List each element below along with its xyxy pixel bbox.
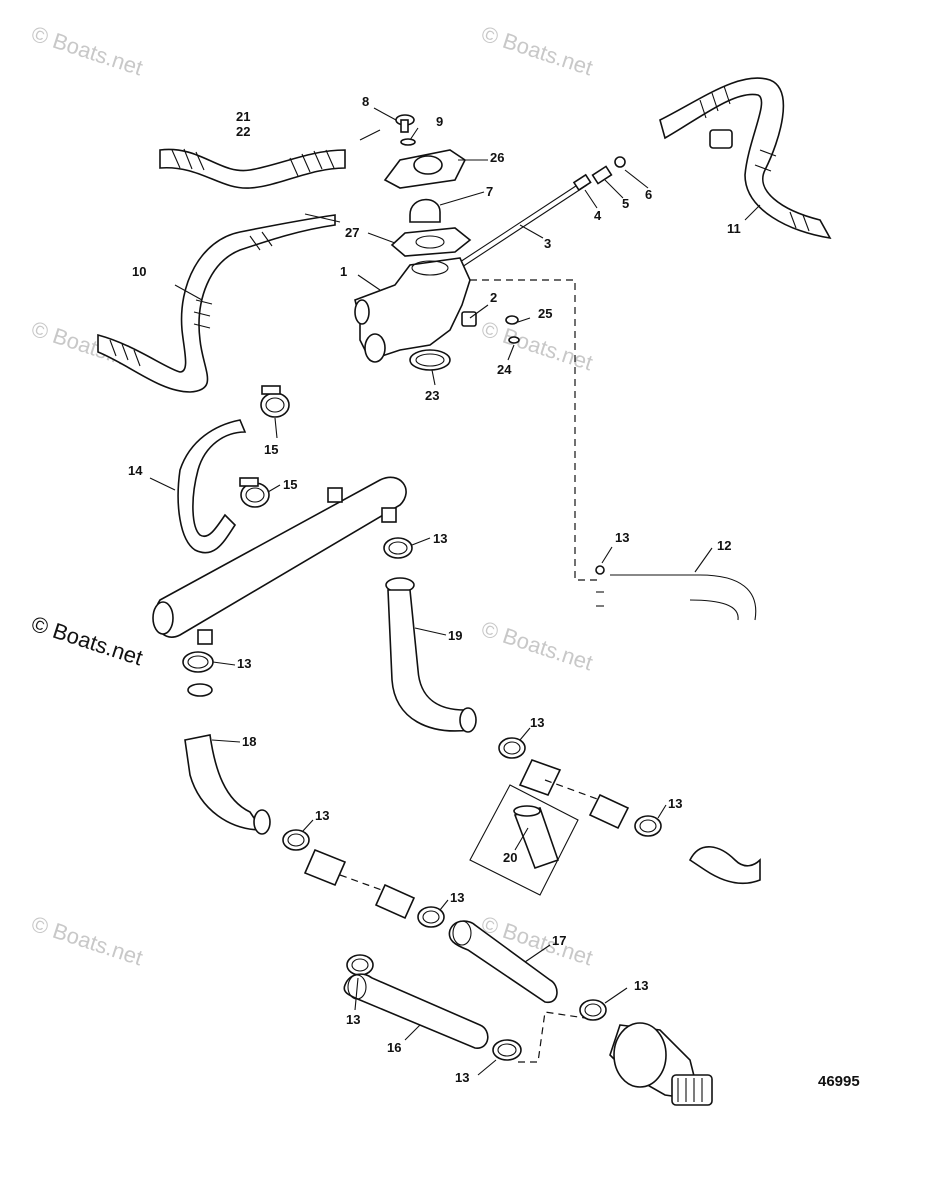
callout-21: 21 <box>236 109 250 124</box>
callout-13-mid: 13 <box>433 531 447 546</box>
callout-2: 2 <box>490 290 497 305</box>
callout-26: 26 <box>490 150 504 165</box>
inset-box-20 <box>469 784 579 896</box>
callout-17: 17 <box>552 933 566 948</box>
callout-4: 4 <box>594 208 602 223</box>
callout-10: 10 <box>132 264 146 279</box>
callout-11: 11 <box>727 221 741 236</box>
callout-13-upper-right: 13 <box>615 530 629 545</box>
callout-13-left: 13 <box>237 656 251 671</box>
callout-13-bottom: 13 <box>455 1070 469 1085</box>
watermark-dark: © Boats.net <box>28 611 145 670</box>
clamp-15-lower <box>239 477 270 508</box>
manifold-tube <box>152 476 407 645</box>
callout-23: 23 <box>425 388 439 403</box>
rod-3-assembly <box>459 156 626 268</box>
callout-13-lower-left: 13 <box>346 1012 360 1027</box>
callout-20: 20 <box>503 850 517 865</box>
clamp-13-pump <box>579 999 607 1021</box>
connector-assembly-upper <box>498 737 662 837</box>
callout-25: 25 <box>538 306 552 321</box>
callout-9: 9 <box>436 114 443 129</box>
callout-14: 14 <box>128 463 143 478</box>
clamp-13-bottom <box>492 1039 522 1061</box>
callout-13-hose-17: 13 <box>450 890 464 905</box>
callout-22: 22 <box>236 124 250 139</box>
callout-13-assembly-lower: 13 <box>315 808 329 823</box>
watermark-center-middle: © Boats.net <box>478 616 595 675</box>
callout-13-assembly-right: 13 <box>668 796 682 811</box>
clamp-13-left <box>182 651 214 697</box>
callout-18: 18 <box>242 734 256 749</box>
callout-13-pump: 13 <box>634 978 648 993</box>
hose-18 <box>184 734 271 835</box>
hose-19 <box>387 589 477 733</box>
figure-number: 46995 <box>818 1073 860 1090</box>
hose-21-22 <box>159 129 381 189</box>
callout-8: 8 <box>362 94 369 109</box>
thermostat-housing-1 <box>354 257 520 371</box>
thermostat-cover-stack <box>383 114 472 257</box>
watermark-top-left: © Boats.net <box>28 21 145 80</box>
clamp-13-lower-left <box>346 954 374 976</box>
watermark-left-lower: © Boats.net <box>28 911 145 970</box>
hose-routing-dash-lower <box>518 1011 586 1063</box>
callout-24: 24 <box>497 362 512 377</box>
callout-16: 16 <box>387 1040 401 1055</box>
callout-7: 7 <box>486 184 493 199</box>
clamp-13-mid <box>383 537 415 593</box>
hose-11 <box>659 77 832 240</box>
callout-27: 27 <box>345 225 359 240</box>
callout-1: 1 <box>340 264 347 279</box>
callout-6: 6 <box>645 187 652 202</box>
hose-14 <box>177 419 247 554</box>
pump-assembly <box>609 1022 713 1106</box>
hose-16 <box>343 973 489 1049</box>
callout-12: 12 <box>717 538 731 553</box>
callout-5: 5 <box>622 196 629 211</box>
connector-assembly-lower <box>282 829 445 928</box>
hose-12 <box>595 565 757 621</box>
callout-3: 3 <box>544 236 551 251</box>
callout-15-lower: 15 <box>283 477 297 492</box>
callout-13-assembly-upper: 13 <box>530 715 544 730</box>
hose-end-right <box>688 846 761 885</box>
watermark-top-center: © Boats.net <box>478 21 595 80</box>
hose-routing-dash-upper <box>470 279 600 581</box>
callout-15-upper: 15 <box>264 442 278 457</box>
hose-10 <box>97 213 341 393</box>
hose-17 <box>448 920 558 1003</box>
leader-lines <box>149 107 761 1076</box>
drawing-layer <box>97 77 832 1106</box>
callouts: 8 9 26 7 27 1 21 22 3 4 5 6 11 10 2 25 2… <box>128 94 741 1085</box>
clamp-15-upper <box>260 385 290 418</box>
callout-19: 19 <box>448 628 462 643</box>
